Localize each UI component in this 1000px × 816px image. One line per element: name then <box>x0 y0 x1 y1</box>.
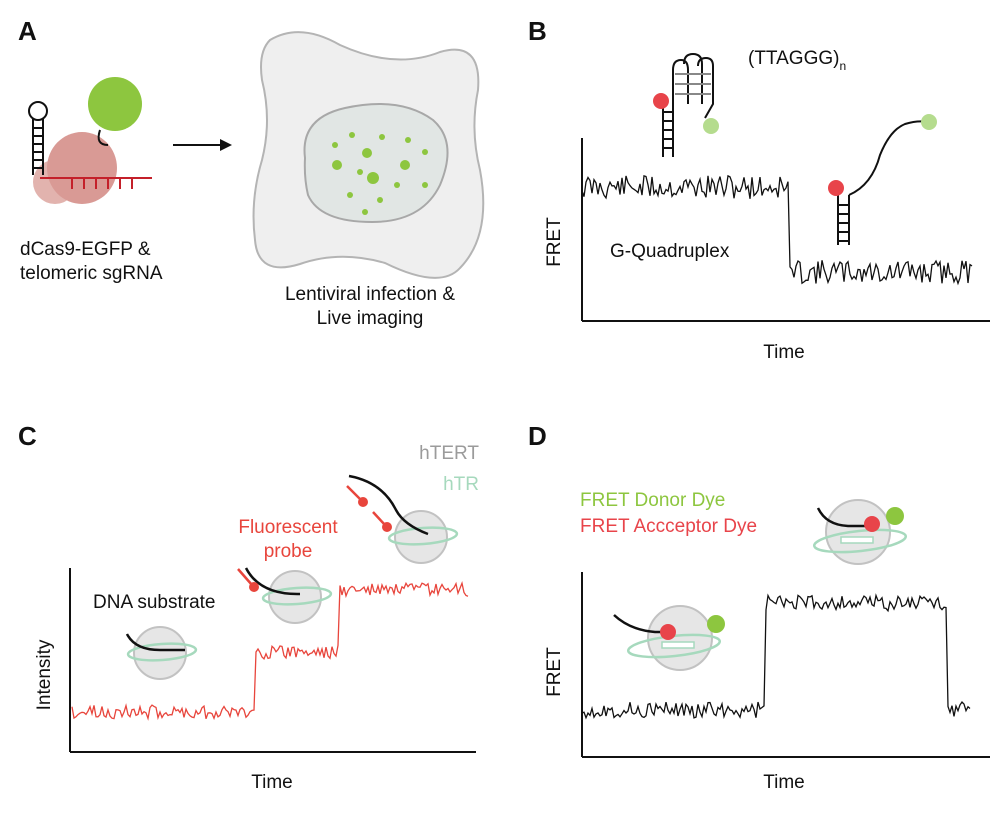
sequence-subscript: n <box>839 59 846 73</box>
g-quadruplex-label: G-Quadruplex <box>610 241 730 262</box>
panel-c-ylabel: Intensity <box>34 639 55 710</box>
telomerase-complex-2 <box>237 567 333 624</box>
intensity-trace-c <box>71 580 469 721</box>
telomerase-fret-complex-high <box>812 499 908 565</box>
panel-b-xlabel: Time <box>763 342 805 363</box>
panel-d-label: D <box>528 421 547 451</box>
arrow-right-icon <box>173 139 232 151</box>
panel-d-axes <box>581 572 990 758</box>
probe-label-line1: Fluorescent <box>238 517 338 538</box>
dcas9-egfp-illustration <box>28 77 152 204</box>
cell-illustration <box>252 31 485 279</box>
htr-legend: hTR <box>443 474 479 495</box>
telomere-dna <box>40 177 152 189</box>
panel-c-axes <box>69 568 476 753</box>
panel-b-ylabel: FRET <box>544 217 565 267</box>
sequence-text: (TTAGGG) <box>748 48 839 69</box>
dcas9-caption-line2: telomeric sgRNA <box>20 263 163 284</box>
cell-caption-line2: Live imaging <box>317 308 424 329</box>
fret-trace-d <box>581 593 971 720</box>
egfp-circle <box>88 77 142 131</box>
cas9-lobe-large <box>47 132 117 204</box>
telomerase-complex-3 <box>346 474 459 564</box>
panel-a-label: A <box>18 16 37 46</box>
sgrna-hairpin <box>28 101 48 175</box>
telomere-sequence: (TTAGGG)n <box>748 48 846 73</box>
unfolded-dna-structure <box>828 114 937 245</box>
htert-legend: hTERT <box>419 443 479 464</box>
panel-c-xlabel: Time <box>251 772 293 793</box>
telomerase-fret-complex-low <box>613 605 725 671</box>
telomere-foci <box>332 132 428 215</box>
donor-legend: FRET Donor Dye <box>580 490 725 511</box>
fret-trace-b <box>581 174 973 286</box>
panel-c-label: C <box>18 421 37 451</box>
g-quadruplex-structure <box>653 52 719 157</box>
panel-b-label: B <box>528 16 547 46</box>
acceptor-legend: FRET Accceptor Dye <box>580 516 757 537</box>
cell-caption-line1: Lentiviral infection & <box>285 284 455 305</box>
dcas9-caption-line1: dCas9-EGFP & <box>20 239 151 260</box>
probe-label-line2: probe <box>264 541 313 562</box>
nucleus-outline <box>303 103 449 224</box>
telomerase-complex-1 <box>125 626 198 680</box>
dna-substrate-label: DNA substrate <box>93 592 216 613</box>
panel-b-axes <box>581 138 990 322</box>
panel-d-xlabel: Time <box>763 772 805 793</box>
panel-d-ylabel: FRET <box>544 647 565 697</box>
